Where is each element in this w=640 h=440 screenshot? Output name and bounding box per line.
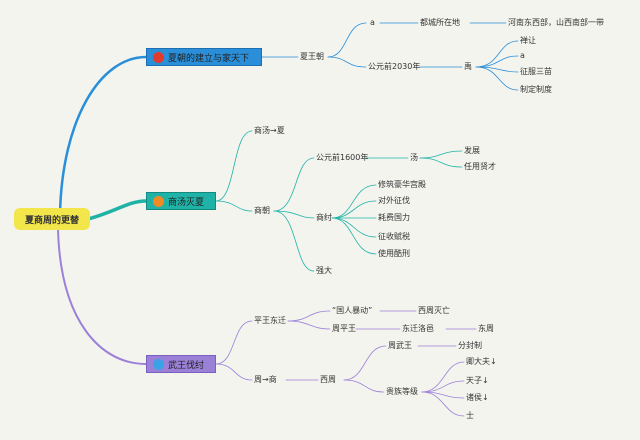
node-xia-ruler[interactable]: 禹 [464, 62, 472, 71]
orange-circle-icon [153, 195, 164, 207]
branch-xia[interactable]: 夏朝的建立与家天下 [146, 48, 262, 66]
node-shang-ruler[interactable]: 汤 [410, 153, 418, 162]
node-zhou-rank-item[interactable]: 士 [466, 411, 474, 420]
node-zhou-rank-item[interactable]: 卿大夫↓ [466, 357, 497, 366]
branch-shang[interactable]: 商汤灭夏 [146, 192, 216, 210]
node-zhou-east[interactable]: 平王东迁 [254, 316, 286, 325]
node-shang-dynasty[interactable]: 商朝 [254, 206, 270, 215]
node-shang-strong[interactable]: 强大 [316, 266, 332, 275]
node-zhou-riot[interactable]: “国人暴动” [332, 306, 373, 315]
node-shang-last-king-item[interactable]: 使用酷刑 [378, 249, 410, 258]
node-xia-capital-location[interactable]: 河南东西部，山西南部一带 [508, 18, 604, 27]
node-xia-dynasty[interactable]: 夏王朝 [300, 52, 324, 61]
node-shang-last-king-item[interactable]: 对外征伐 [378, 196, 410, 205]
node-xia-item[interactable]: 制定制度 [520, 85, 552, 94]
node-xia-item[interactable]: 征服三苗 [520, 67, 552, 76]
branch-xia-label: 夏朝的建立与家天下 [168, 53, 250, 64]
node-zhou-ranks[interactable]: 贵族等级 [386, 387, 418, 396]
blue-circle-icon [153, 358, 164, 370]
link-root-xia [58, 55, 148, 216]
node-shang-ruler-item[interactable]: 任用贤才 [464, 162, 496, 171]
node-zhou-rank-item[interactable]: 诸侯↓ [466, 393, 489, 402]
branch-zhou[interactable]: 武王伐纣 [146, 355, 216, 373]
red-circle-icon [153, 51, 164, 63]
node-shang-year[interactable]: 公元前1600年 [316, 153, 369, 162]
node-zhou-east-zhou[interactable]: 东周 [478, 324, 494, 333]
node-shang-last-king[interactable]: 商纣 [316, 213, 332, 222]
node-zhou-king-ping[interactable]: 周平王 [332, 324, 356, 333]
node-shang-ruler-item[interactable]: 发展 [464, 146, 480, 155]
node-zhou-west-fall[interactable]: 西周灭亡 [418, 306, 450, 315]
node-shang-last-king-item[interactable]: 耗费国力 [378, 213, 410, 222]
node-zhou-zhou-shang[interactable]: 周→商 [254, 375, 277, 384]
node-xia-capital[interactable]: 都城所在地 [420, 18, 460, 27]
link-root-shang [86, 199, 148, 221]
branch-zhou-label: 武王伐纣 [168, 360, 205, 371]
node-shang-transition[interactable]: 商汤→夏 [254, 126, 285, 135]
root-topic[interactable]: 夏商周的更替 [14, 208, 90, 230]
node-zhou-west-zhou[interactable]: 西周 [320, 375, 336, 384]
node-zhou-fief[interactable]: 分封制 [458, 341, 482, 350]
node-zhou-move-luoyi[interactable]: 东迁洛邑 [402, 324, 434, 333]
node-zhou-rank-item[interactable]: 天子↓ [466, 376, 489, 385]
node-xia-item[interactable]: 禅让 [520, 36, 536, 45]
branch-shang-label: 商汤灭夏 [168, 197, 205, 208]
node-xia-year[interactable]: 公元前2030年 [368, 62, 421, 71]
node-shang-last-king-item[interactable]: 征收赋税 [378, 232, 410, 241]
node-zhou-wu-wang[interactable]: 周武王 [388, 341, 412, 350]
node-xia-a[interactable]: a [370, 18, 375, 27]
link-root-zhou [57, 227, 147, 365]
node-shang-last-king-item[interactable]: 修筑豪华宫殿 [378, 180, 426, 189]
node-xia-item[interactable]: a [520, 51, 525, 60]
